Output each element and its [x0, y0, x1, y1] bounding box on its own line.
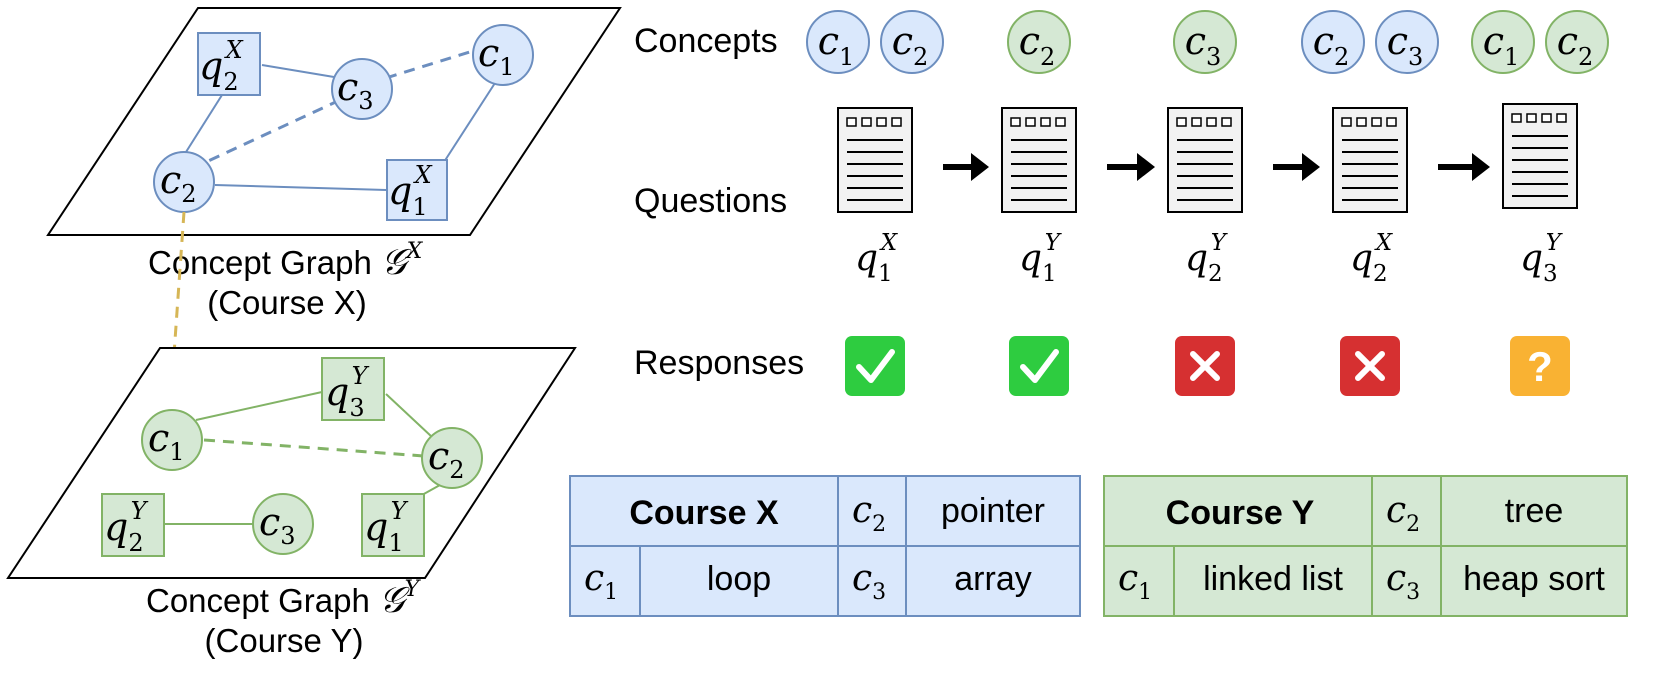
- concept-graph-y: q3Y c1 c2 q2Y c3 q1Y Concept Graph 𝒢Y (C…: [6, 347, 577, 659]
- question-label: q1X: [855, 230, 899, 287]
- check-icon: [845, 336, 905, 396]
- concept-circle: [1173, 10, 1237, 74]
- node-x-c1: [472, 24, 534, 86]
- concept-circle: [806, 10, 870, 74]
- table-x-title: Course X: [629, 494, 779, 532]
- caption-course-x: (Course X): [207, 284, 367, 321]
- question-label: q3Y: [1520, 230, 1564, 287]
- table-x-c2-symbol: c2: [852, 490, 886, 537]
- question-sheet-icon: [1502, 103, 1578, 209]
- cross-icon: [1340, 336, 1400, 396]
- table-y-title: Course Y: [1166, 494, 1315, 532]
- plane-x: [46, 7, 622, 236]
- concept-circle: [1301, 10, 1365, 74]
- concept-circle: [1375, 10, 1439, 74]
- right-arrow-icon: [943, 153, 989, 181]
- node-y-c1: [141, 409, 203, 471]
- edge-y-q3-c2: [385, 393, 433, 438]
- concept-table-y: Course Y c2 tree c1 linked list c3 heap …: [1103, 475, 1628, 617]
- interaction-sequence: c1 c2 q1X c2 q1Y c3 q2Y c2 c3 q2X c1 c2 q3Y?: [806, 10, 1609, 396]
- question-label: q2Y: [1185, 230, 1229, 287]
- question-mark-glyph: ?: [1527, 343, 1553, 390]
- question-label: q1Y: [1019, 230, 1063, 287]
- concept-table-x: Course X c2 pointer c1 loop c3 array: [569, 475, 1081, 617]
- cross-icon: [1175, 336, 1235, 396]
- question-sheet-icon: [1167, 107, 1243, 213]
- node-y-c2: [421, 427, 483, 489]
- question-sheet-icon: [837, 107, 913, 213]
- label-x-c2: c2: [160, 158, 197, 208]
- node-x-q1: [386, 159, 448, 221]
- question-sheet-icon: [1001, 107, 1077, 213]
- table-x-c1-symbol: c1: [584, 558, 618, 605]
- table-x-c2-value: pointer: [941, 492, 1045, 530]
- row-label-questions: Questions: [634, 182, 787, 220]
- label-y-c2: c2: [428, 434, 465, 484]
- table-y-c3-value: heap sort: [1463, 560, 1605, 598]
- concept-circle-label: c2: [1557, 19, 1594, 71]
- table-y-c1-symbol: c1: [1118, 558, 1152, 605]
- table-x-c3-symbol: c3: [852, 558, 886, 605]
- table-y-c1-value: linked list: [1203, 560, 1343, 598]
- table-y-c3-symbol: c3: [1386, 558, 1420, 605]
- node-y-c3: [252, 493, 314, 555]
- question-label: q2X: [1350, 230, 1394, 287]
- sequence-step: c3 q2Y: [1167, 10, 1243, 396]
- caption-course-y: (Course Y): [205, 622, 364, 659]
- label-y-q1: q1Y: [364, 497, 409, 557]
- right-arrow-icon: [1273, 153, 1320, 181]
- edge-x-c2-q1: [214, 184, 388, 191]
- sequence-step: c2 c3 q2X: [1301, 10, 1439, 396]
- question-mark-icon: ?: [1510, 336, 1570, 396]
- table-y-c2-symbol: c2: [1386, 490, 1420, 537]
- label-x-c1: c1: [478, 31, 515, 81]
- label-y-q3: q3Y: [325, 362, 370, 422]
- label-x-q1: q1X: [388, 161, 433, 221]
- label-x-q2: q2X: [199, 36, 244, 96]
- check-icon: [1009, 336, 1069, 396]
- node-x-q2: [197, 32, 261, 96]
- table-x-c3-value: array: [954, 560, 1031, 598]
- edge-y-c1-q3: [195, 391, 323, 421]
- label-x-c3: c3: [337, 65, 374, 115]
- right-arrow-icon: [1107, 153, 1155, 181]
- edge-x-q2-c3: [261, 64, 341, 79]
- node-x-c3: [331, 58, 393, 120]
- concept-circle: [880, 10, 944, 74]
- concept-circle: [1545, 10, 1609, 74]
- sequence-step: c1 c2 q1X: [806, 10, 944, 396]
- caption-graph-x: Concept Graph 𝒢X: [148, 239, 424, 283]
- concept-graph-x: q2X c3 c1 c2 q1X Concept Graph 𝒢X (Cours…: [46, 7, 622, 321]
- edge-x-c3-c1-dashed: [385, 48, 477, 80]
- concept-circle-label: c1: [1483, 19, 1520, 71]
- right-arrow-icon: [1438, 153, 1490, 181]
- label-y-c3: c3: [259, 500, 296, 550]
- table-x-c1-value: loop: [707, 560, 771, 598]
- edge-x-c3-c2-dashed: [205, 98, 341, 164]
- node-y-q3: [321, 357, 385, 421]
- concept-circle-label: c2: [892, 19, 929, 71]
- row-label-responses: Responses: [634, 344, 804, 382]
- caption-graph-y: Concept Graph 𝒢Y: [146, 577, 422, 621]
- sequence-step: c2 q1Y: [1001, 10, 1077, 396]
- question-sheet-icon: [1332, 107, 1408, 213]
- concept-circle: [1007, 10, 1071, 74]
- concept-circle-label: c2: [1019, 19, 1056, 71]
- concept-circle-label: c1: [818, 19, 855, 71]
- label-y-q2: q2Y: [104, 497, 149, 557]
- concept-circle: [1471, 10, 1535, 74]
- sequence-step: c1 c2 q3Y?: [1471, 10, 1609, 396]
- row-label-concepts: Concepts: [634, 22, 778, 60]
- concept-circle-label: c2: [1313, 19, 1350, 71]
- edge-x-c1-q1: [443, 82, 496, 163]
- table-y-c2-value: tree: [1505, 492, 1564, 530]
- label-y-c1: c1: [148, 416, 185, 466]
- concept-circle-label: c3: [1387, 19, 1424, 71]
- node-y-q2: [101, 493, 165, 557]
- node-y-q1: [361, 493, 425, 557]
- edge-x-q2-c2: [185, 94, 223, 153]
- concept-circle-label: c3: [1185, 19, 1222, 71]
